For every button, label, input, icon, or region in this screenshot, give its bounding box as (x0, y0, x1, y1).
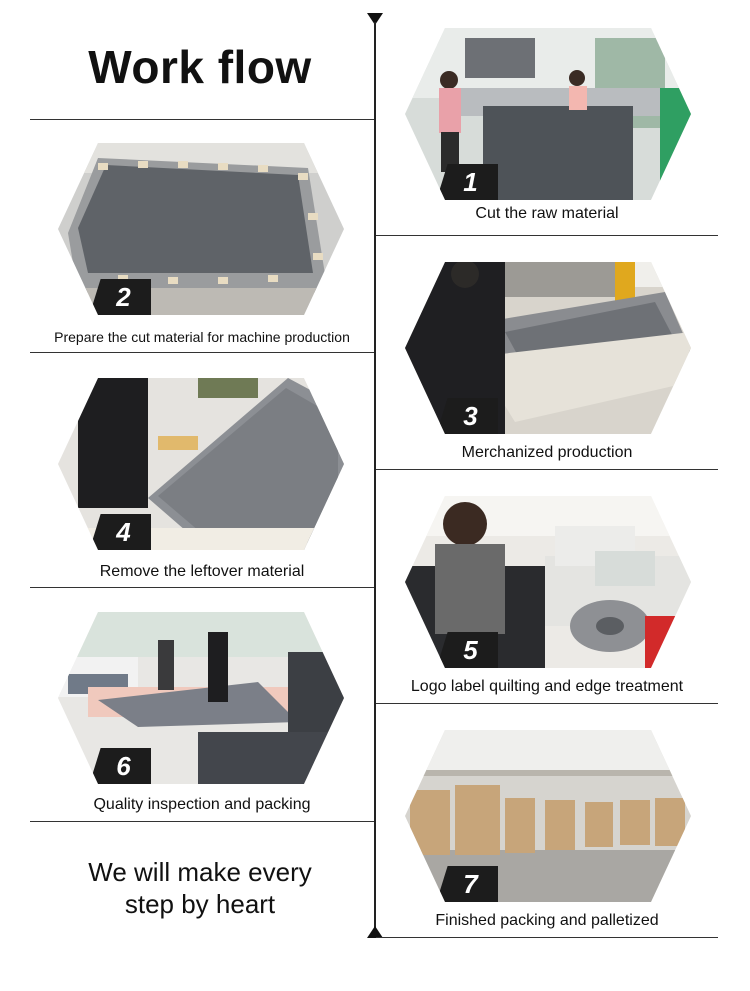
timeline-bottom-arrow (367, 926, 383, 938)
step-2-number: 2 (89, 279, 152, 315)
step-5-photo: 5 (405, 496, 691, 668)
step-5-caption: Logo label quilting and edge treatment (410, 678, 684, 695)
divider (376, 235, 718, 236)
divider (376, 937, 718, 938)
divider (30, 119, 374, 120)
step-5-number: 5 (436, 632, 499, 668)
divider (30, 352, 374, 353)
step-7-caption: Finished packing and palletized (435, 912, 659, 929)
page-title: Work flow (88, 41, 312, 93)
timeline-axis (374, 22, 376, 928)
divider (376, 469, 718, 470)
step-1-photo: 1 (405, 28, 691, 200)
step-4-caption: Remove the leftover material (99, 563, 305, 580)
divider (30, 587, 374, 588)
step-3-caption: Merchanized production (461, 444, 633, 461)
divider (376, 703, 718, 704)
closing-line-1: We will make every (88, 857, 312, 887)
step-2-photo: 2 (58, 143, 344, 315)
step-4-number: 4 (89, 514, 152, 550)
step-6-photo: 6 (58, 612, 344, 784)
step-1-number: 1 (436, 164, 499, 200)
divider (30, 821, 374, 822)
step-7-photo: 7 (405, 730, 691, 902)
step-6-caption: Quality inspection and packing (93, 796, 311, 813)
step-2-caption: Prepare the cut material for machine pro… (54, 329, 350, 345)
closing-line-2: step by heart (124, 889, 276, 919)
step-7-number: 7 (436, 866, 499, 902)
closing-statement: We will make every step by heart (30, 856, 370, 920)
timeline-top-arrow (367, 13, 383, 25)
step-3-number: 3 (436, 398, 499, 434)
step-1-caption: Cut the raw material (475, 205, 619, 222)
step-3-photo: 3 (405, 262, 691, 434)
step-6-number: 6 (89, 748, 152, 784)
step-4-photo: 4 (58, 378, 344, 550)
